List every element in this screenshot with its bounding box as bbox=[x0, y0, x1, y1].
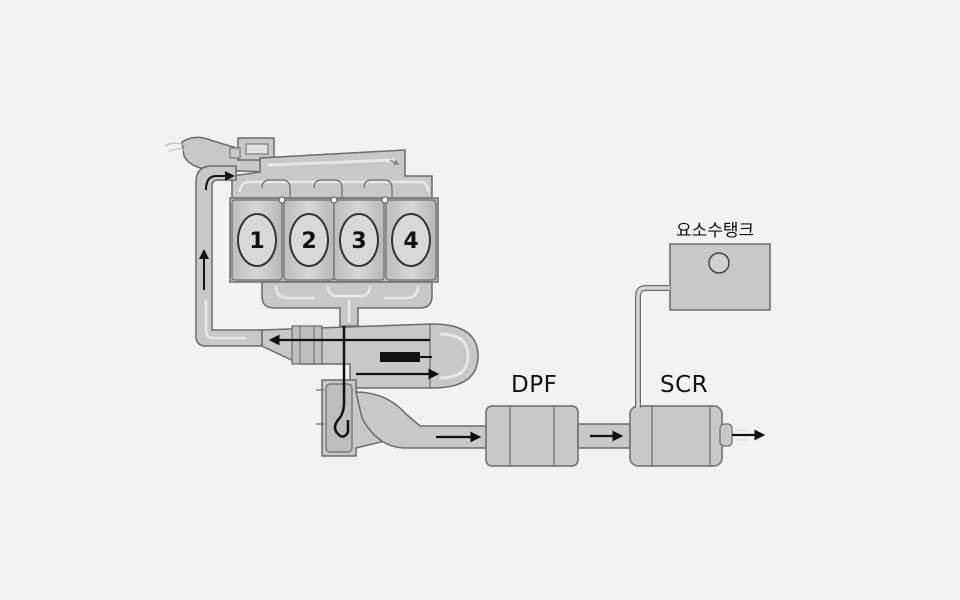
cylinder-1-number: 1 bbox=[249, 229, 264, 254]
egr-pipe bbox=[195, 165, 263, 347]
urea-dosing-line bbox=[635, 285, 670, 408]
scr-unit bbox=[629, 405, 733, 467]
scr-label: SCR bbox=[660, 372, 709, 398]
intake-manifold bbox=[231, 149, 433, 201]
cylinder-2: 2 bbox=[283, 199, 335, 281]
cylinder-3-number: 3 bbox=[351, 229, 366, 254]
dpf-unit bbox=[485, 405, 579, 467]
exhaust-pipe-to-scr bbox=[577, 423, 631, 449]
engine-block: 1 2 3 4 bbox=[229, 196, 439, 283]
cylinder-2-number: 2 bbox=[301, 229, 316, 254]
cylinder-4-number: 4 bbox=[403, 229, 418, 254]
cylinder-3: 3 bbox=[333, 199, 385, 281]
dpf-label: DPF bbox=[511, 372, 558, 398]
intake-runners bbox=[261, 179, 393, 200]
cylinder-1: 1 bbox=[231, 199, 283, 281]
urea-tank bbox=[669, 243, 771, 311]
throttle-valve bbox=[229, 137, 275, 161]
egr-cooler bbox=[261, 323, 479, 389]
urea-tank-label: 요소수탱크 bbox=[676, 221, 755, 241]
exhaust-manifold bbox=[261, 281, 433, 327]
tailpipe-outflow bbox=[732, 429, 766, 441]
cylinder-4: 4 bbox=[385, 199, 437, 281]
